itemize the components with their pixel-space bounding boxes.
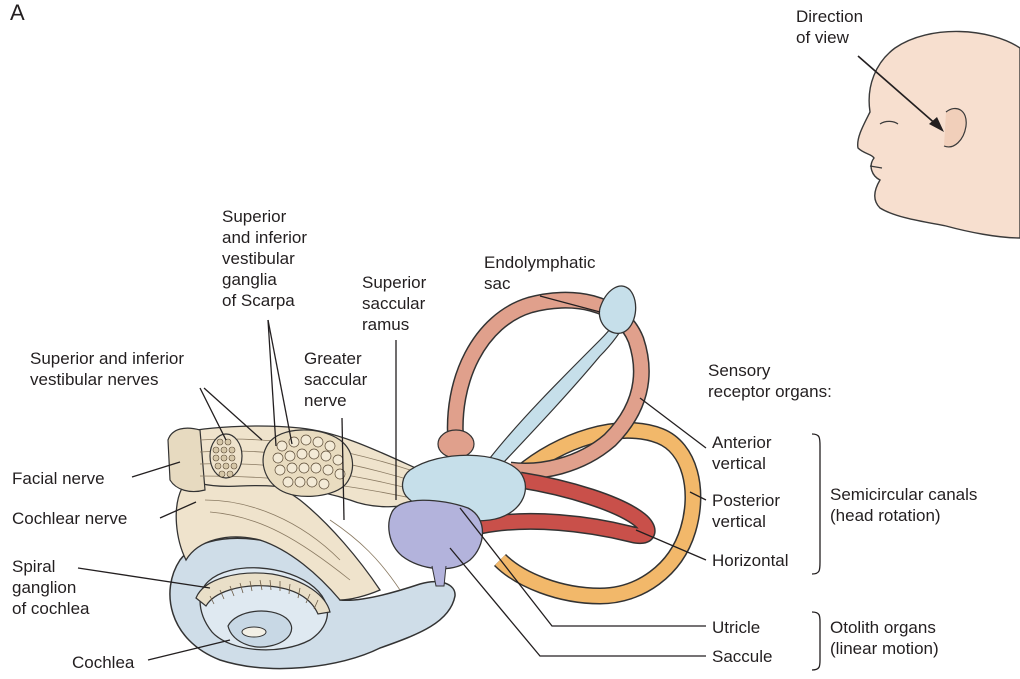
label-posterior-vertical: Posterior vertical [712, 490, 780, 532]
panel-letter: A [10, 2, 25, 23]
label-utricle: Utricle [712, 617, 760, 638]
anterior-ampulla [438, 430, 474, 458]
bracket-otolith [812, 612, 820, 670]
head-illustration [858, 31, 1020, 238]
label-horizontal: Horizontal [712, 550, 789, 571]
label-cochlear-nerve: Cochlear nerve [12, 508, 127, 529]
head-silhouette [858, 31, 1020, 238]
saccule [389, 500, 483, 568]
label-saccule: Saccule [712, 646, 772, 667]
label-endolymphatic-sac: Endolymphatic sac [484, 252, 596, 294]
label-otolith-organs: Otolith organs (linear motion) [830, 617, 939, 659]
label-spiral-ganglion: Spiral ganglion of cochlea [12, 556, 90, 619]
label-sensory-receptor-organs: Sensory receptor organs: [708, 360, 832, 402]
label-direction-of-view: Direction of view [796, 6, 863, 48]
bracket-semicircular [812, 434, 820, 574]
cochlea-apex [242, 627, 266, 637]
label-cochlea: Cochlea [72, 652, 134, 673]
label-facial-nerve: Facial nerve [12, 468, 105, 489]
endolymphatic-sac [599, 286, 635, 333]
label-superior-saccular-ramus: Superior saccular ramus [362, 272, 426, 335]
label-anterior-vertical: Anterior vertical [712, 432, 772, 474]
label-greater-saccular-nerve: Greater saccular nerve [304, 348, 367, 411]
label-vestibular-nerves: Superior and inferior vestibular nerves [30, 348, 184, 390]
label-semicircular-canals: Semicircular canals (head rotation) [830, 484, 977, 526]
facial-nerve-trunk [168, 428, 205, 491]
label-vestibular-ganglia-scarpa: Superior and inferior vestibular ganglia… [222, 206, 307, 311]
